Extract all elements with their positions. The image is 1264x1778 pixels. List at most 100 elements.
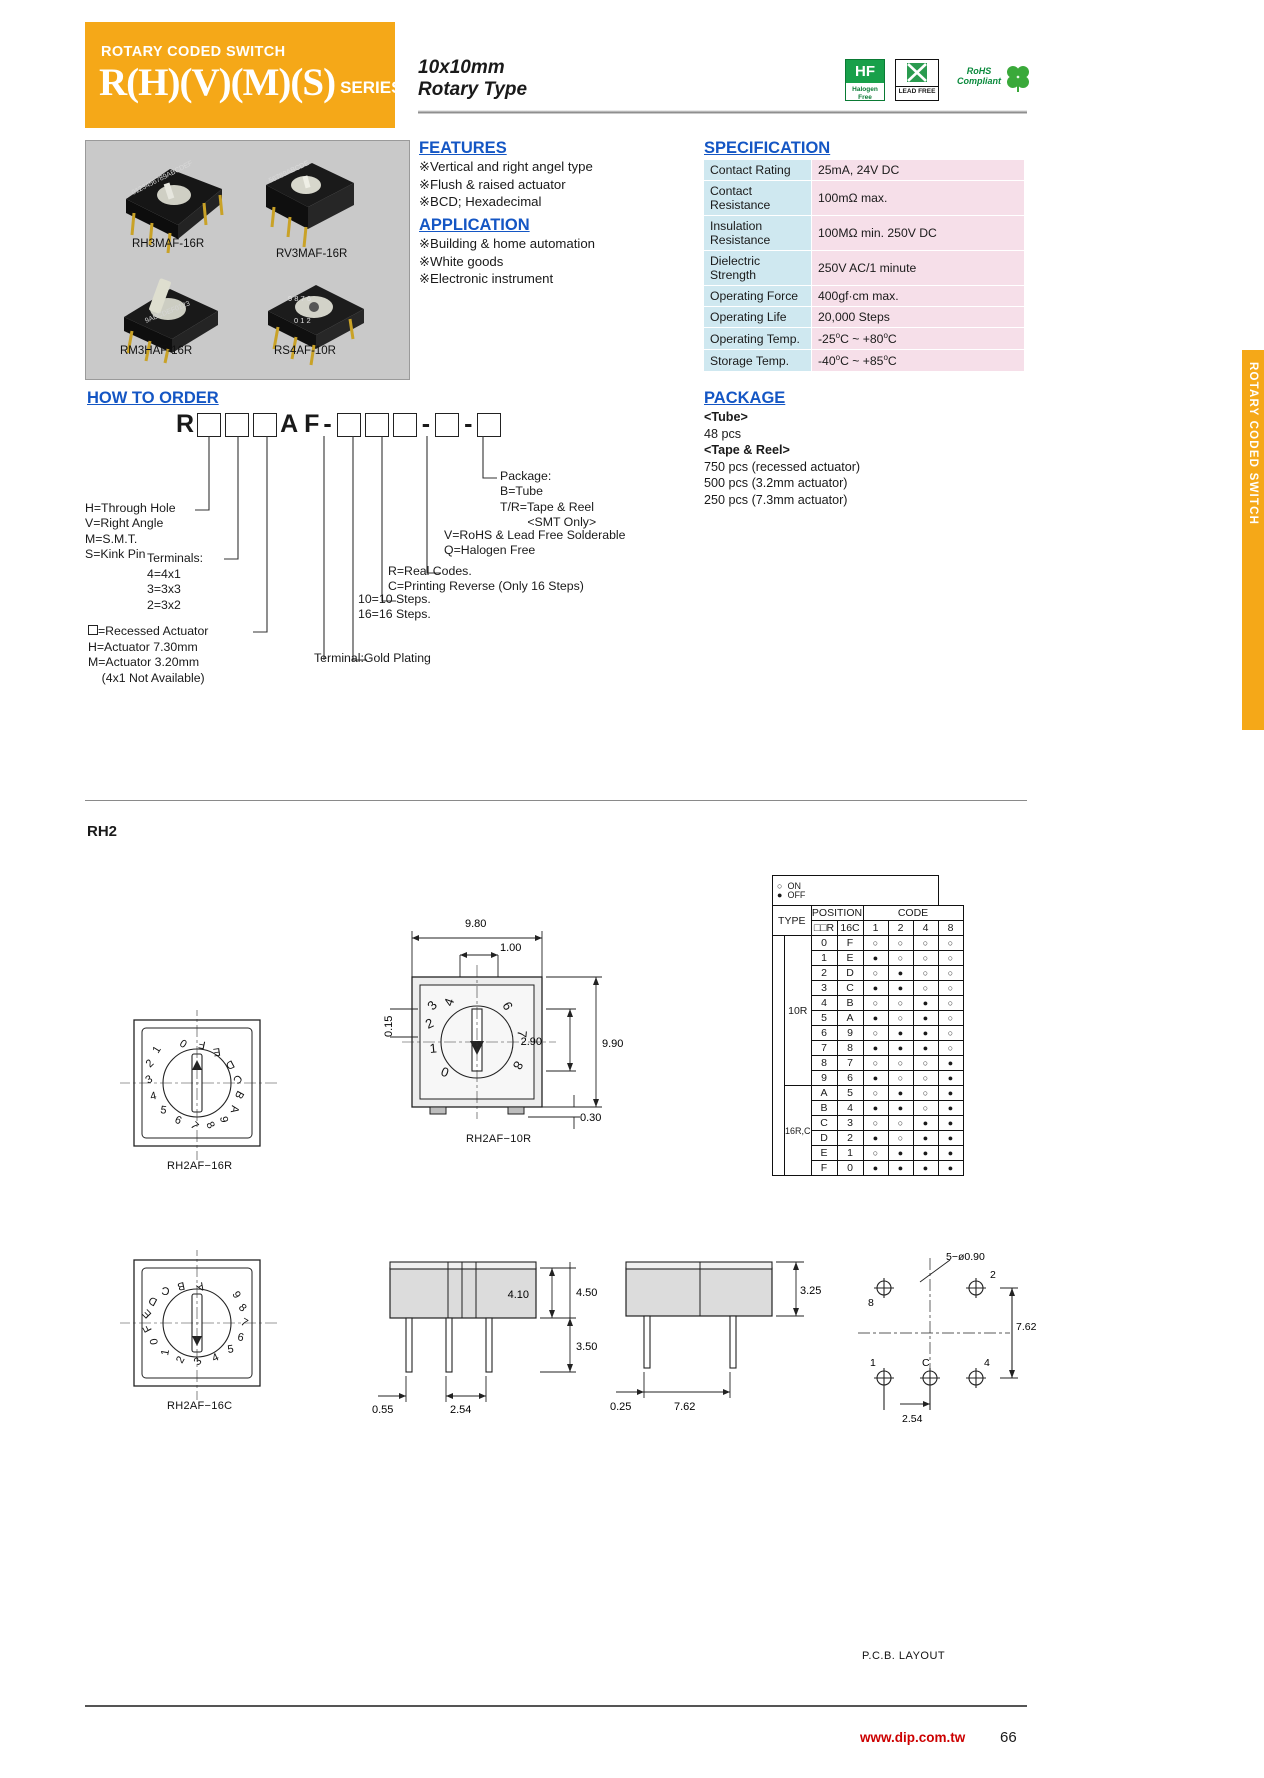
svg-text:0: 0 <box>178 1036 190 1049</box>
truth-code-cell: ○ <box>862 935 889 951</box>
truth-position: A <box>810 1085 838 1101</box>
truth-position-alt: F <box>836 935 864 951</box>
application-list: ※Building & home automation ※White goods… <box>419 235 595 288</box>
truth-code-cell: ● <box>862 950 889 966</box>
rohs-text: RoHS Compliant <box>951 66 1007 86</box>
dim-410: 4.10 <box>508 1289 529 1301</box>
truth-code-cell: ● <box>887 980 914 996</box>
truth-code-cell: ○ <box>862 1145 889 1161</box>
truth-position: C <box>810 1115 838 1131</box>
truth-code-cell: ○ <box>937 1040 964 1056</box>
svg-text:B: B <box>232 1089 246 1101</box>
dim-350: 3.50 <box>576 1341 597 1353</box>
truth-position: B <box>810 1100 838 1116</box>
code-box-realcode <box>392 412 417 437</box>
truth-position-alt: 4 <box>836 1100 864 1116</box>
annotation-actuator-body: H=Actuator 7.30mm M=Actuator 3.20mm (4x1… <box>88 640 205 685</box>
header-subtitle: 10x10mm Rotary Type <box>418 57 527 101</box>
footer-url: www.dip.com.tw <box>860 1730 966 1745</box>
application-heading: APPLICATION <box>419 216 530 234</box>
list-item: ※Electronic instrument <box>419 271 554 286</box>
series-word: SERIES <box>340 78 403 97</box>
svg-text:B: B <box>176 1279 186 1292</box>
how-to-order-diagram: R A F - - - H=Through Hole V=Right Angle… <box>85 408 705 685</box>
footer-divider <box>85 1705 1027 1707</box>
dim-100: 1.00 <box>500 942 521 954</box>
svg-text:9: 9 <box>217 1115 230 1123</box>
dim-055: 0.55 <box>372 1404 393 1416</box>
caption-front-16r: RH2AF−16R <box>167 1160 233 1172</box>
clover-leaf-icon <box>1007 66 1029 92</box>
dim-254: 2.54 <box>450 1404 471 1416</box>
truth-code-cell: ○ <box>937 935 964 951</box>
truth-code-cell: ○ <box>887 1010 914 1026</box>
truth-code-cell: ● <box>937 1085 964 1101</box>
header-kicker: ROTARY CODED SWITCH <box>101 44 286 60</box>
th-code-1: 1 <box>862 920 889 936</box>
list-item: ※Vertical and right angel type <box>419 159 593 174</box>
code-box-actuator <box>253 412 278 437</box>
truth-position-alt: E <box>836 950 864 966</box>
truth-code-cell: ○ <box>912 1070 939 1086</box>
truth-code-cell: ● <box>887 1145 914 1161</box>
code-truth-table: ○ ON ● OFF TYPE POSITION CODE □□R 16C 1 … <box>772 875 964 1176</box>
dim-325: 3.25 <box>800 1285 821 1297</box>
svg-text:7: 7 <box>514 1030 530 1039</box>
annotation-steps: 10=10 Steps. 16=16 Steps. <box>358 592 431 622</box>
code-dash-1: - <box>323 410 332 438</box>
truth-code-cell: ○ <box>937 1025 964 1041</box>
code-dash-3: - <box>464 410 473 438</box>
truth-code-cell: ○ <box>862 1085 889 1101</box>
truth-code-cell: ● <box>912 1145 939 1161</box>
svg-text:4: 4 <box>149 1090 157 1103</box>
truth-code-cell: ● <box>862 1100 889 1116</box>
type-10r: 10R <box>784 935 812 1086</box>
lead-free-icon: LEAD FREE <box>895 59 939 101</box>
package-reel-qty-3: 250 pcs (7.3mm actuator) <box>704 492 848 507</box>
th-type: TYPE <box>772 905 812 936</box>
spec-value: 100MΩ min. 250V DC <box>811 215 1025 251</box>
part-number-template: R A F - - - <box>175 410 503 439</box>
recessed-actuator-box-icon <box>88 625 98 635</box>
truth-position: 0 <box>810 935 838 951</box>
truth-code-cell: ● <box>937 1115 964 1131</box>
dim-290: 2.90 <box>521 1036 542 1048</box>
specification-heading: SPECIFICATION <box>704 139 831 157</box>
truth-code-cell: ● <box>937 1100 964 1116</box>
svg-text:A: A <box>194 1279 207 1293</box>
svg-text:8: 8 <box>203 1120 216 1131</box>
truth-code-cell: ○ <box>912 1055 939 1071</box>
list-item: ※Building & home automation <box>419 236 595 251</box>
halogen-free-mark: HF <box>846 60 884 83</box>
type-16rc: 16R,C <box>784 1085 812 1176</box>
truth-code-cell: ○ <box>937 980 964 996</box>
annotation-rohs: V=RoHS & Lead Free Solderable Q=Halogen … <box>444 528 626 558</box>
truth-code-cell: ● <box>937 1070 964 1086</box>
truth-code-cell: ● <box>912 1040 939 1056</box>
code-box-package <box>477 412 502 437</box>
dim-990: 9.90 <box>602 1038 623 1050</box>
truth-code-cell: ● <box>862 980 889 996</box>
truth-subheader-row: □□R 16C 1 2 4 8 <box>773 920 964 936</box>
crossed-pb-glyph <box>907 63 927 82</box>
lead-free-label: LEAD FREE <box>896 86 938 96</box>
truth-code-cell: ○ <box>862 965 889 981</box>
caption-pcb-layout: P.C.B. LAYOUT <box>862 1650 946 1662</box>
svg-text:2: 2 <box>144 1057 157 1070</box>
truth-position: E <box>810 1145 838 1161</box>
svg-text:0: 0 <box>148 1337 161 1345</box>
drawing-side-view-2: 3.25 0.25 7.62 <box>610 1261 821 1413</box>
truth-position: 3 <box>810 980 838 996</box>
truth-code-cell: ● <box>887 1025 914 1041</box>
truth-code-cell: ● <box>862 1160 889 1176</box>
truth-code-cell: ● <box>887 965 914 981</box>
